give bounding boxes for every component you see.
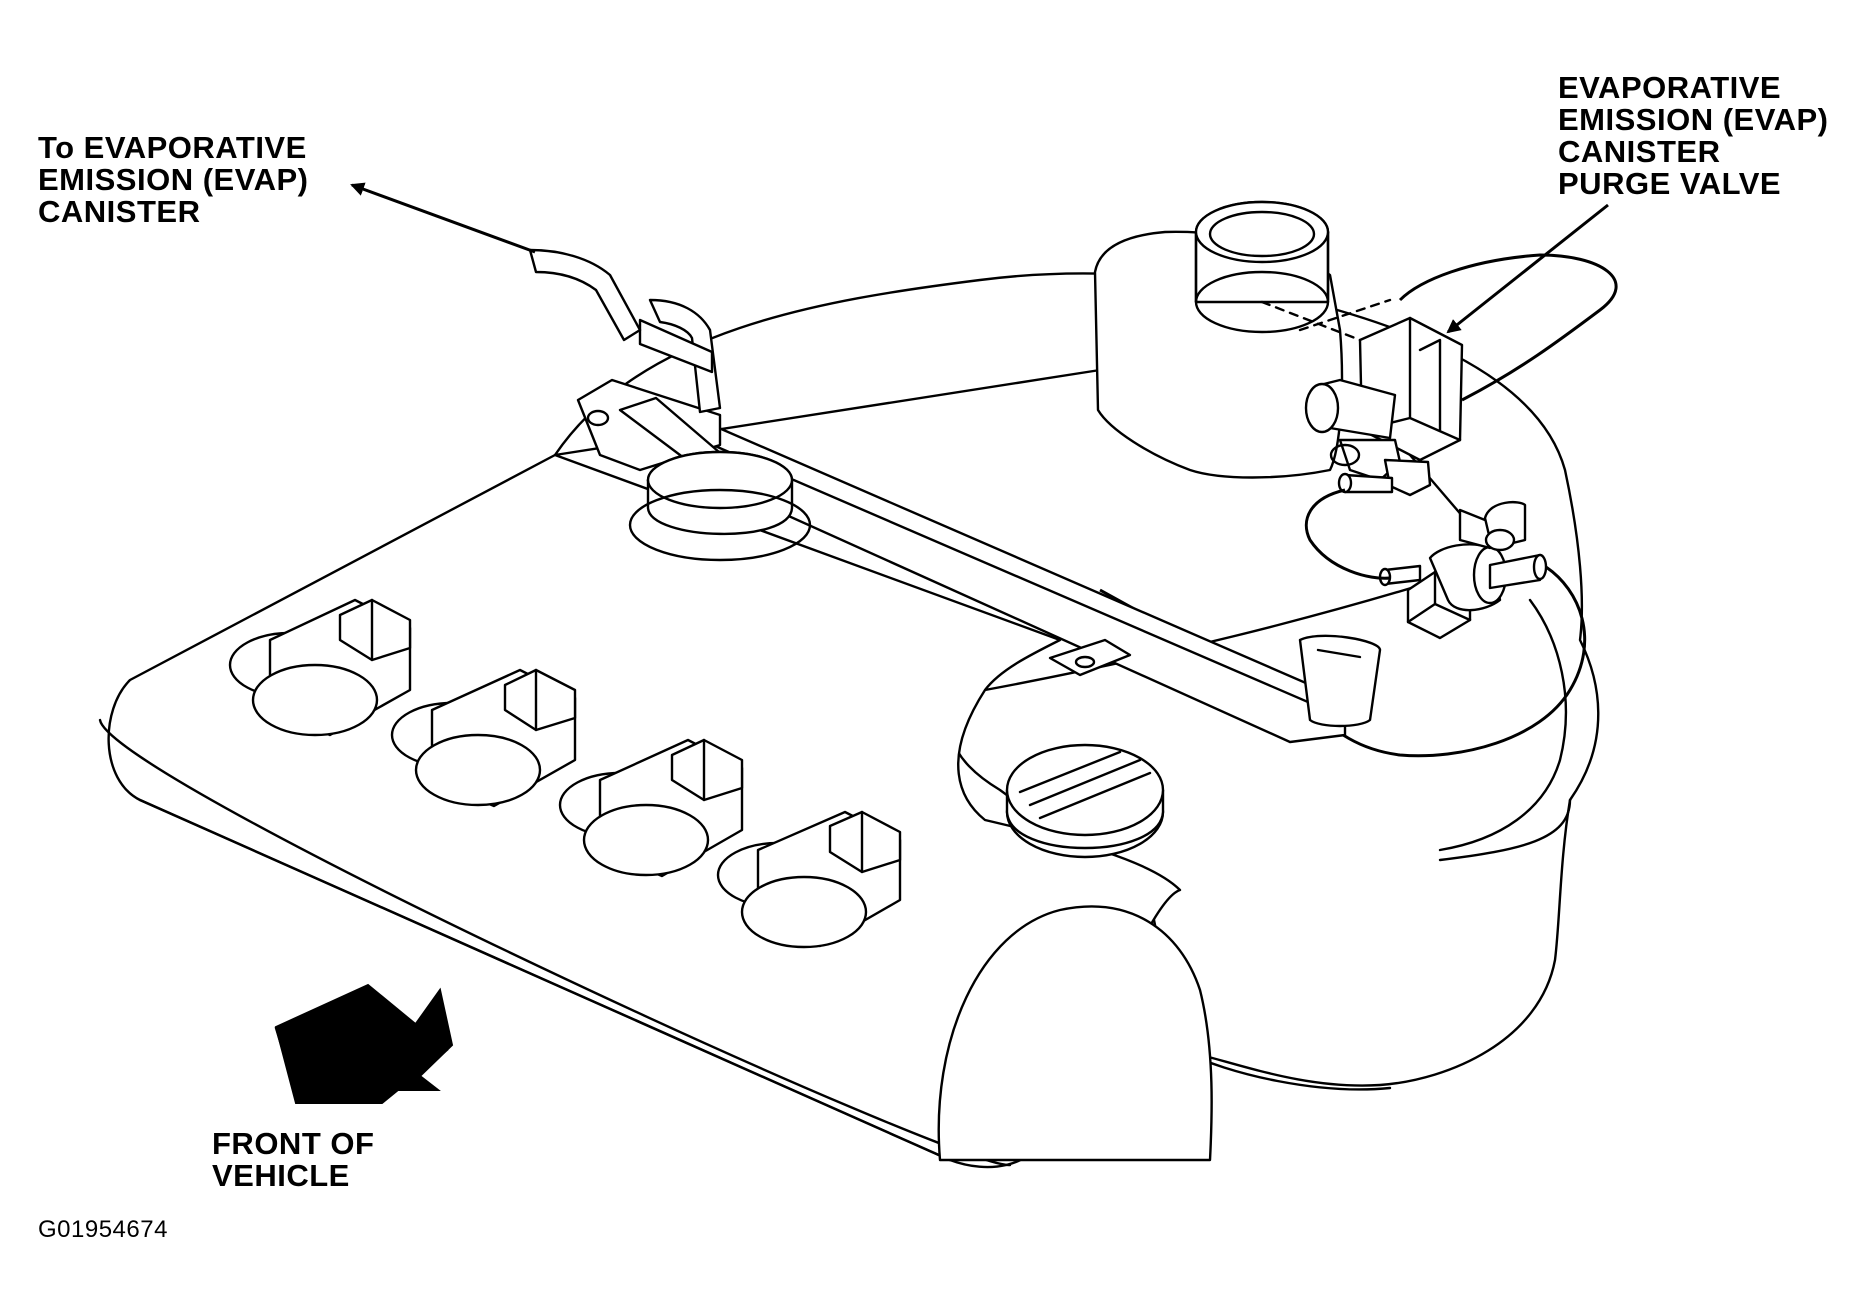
callout-line: CANISTER <box>38 194 201 229</box>
purge-valve <box>1304 316 1464 497</box>
callout-line: PURGE VALVE <box>1558 166 1782 201</box>
callout-line: CANISTER <box>1558 134 1721 169</box>
vacuum-hose-return <box>1318 565 1587 758</box>
vacuum-hose-lower <box>1304 488 1391 580</box>
callout-line: EMISSION (EVAP) <box>1558 102 1829 137</box>
figure-id: G01954674 <box>38 1216 168 1243</box>
oil-filler-cap <box>1005 743 1165 859</box>
ignition-coil-1 <box>228 598 412 737</box>
leader-line-purge <box>1446 203 1609 334</box>
vacuum-hose-purge <box>1398 253 1618 402</box>
callout-line: EVAPORATIVE <box>1558 70 1782 105</box>
ignition-coil-4 <box>716 810 902 949</box>
callout-line: EMISSION (EVAP) <box>38 162 309 197</box>
callout-line: To EVAPORATIVE <box>38 130 307 165</box>
callout-line: FRONT OF <box>212 1126 375 1161</box>
ignition-coil-2 <box>390 668 577 808</box>
front-arrow-icon <box>274 983 454 1104</box>
ignition-coil-3 <box>558 738 744 878</box>
callout-front-of-vehicle: FRONT OF VEHICLE <box>212 1128 374 1192</box>
callout-line: VEHICLE <box>212 1158 350 1193</box>
callout-evap-canister: To EVAPORATIVE EMISSION (EVAP) CANISTER <box>38 132 308 228</box>
leader-line-canister <box>350 182 536 254</box>
timing-cover-hump <box>937 905 1213 1162</box>
callout-purge-valve: EVAPORATIVE EMISSION (EVAP) CANISTER PUR… <box>1558 72 1828 200</box>
breather-bracket <box>528 248 812 562</box>
